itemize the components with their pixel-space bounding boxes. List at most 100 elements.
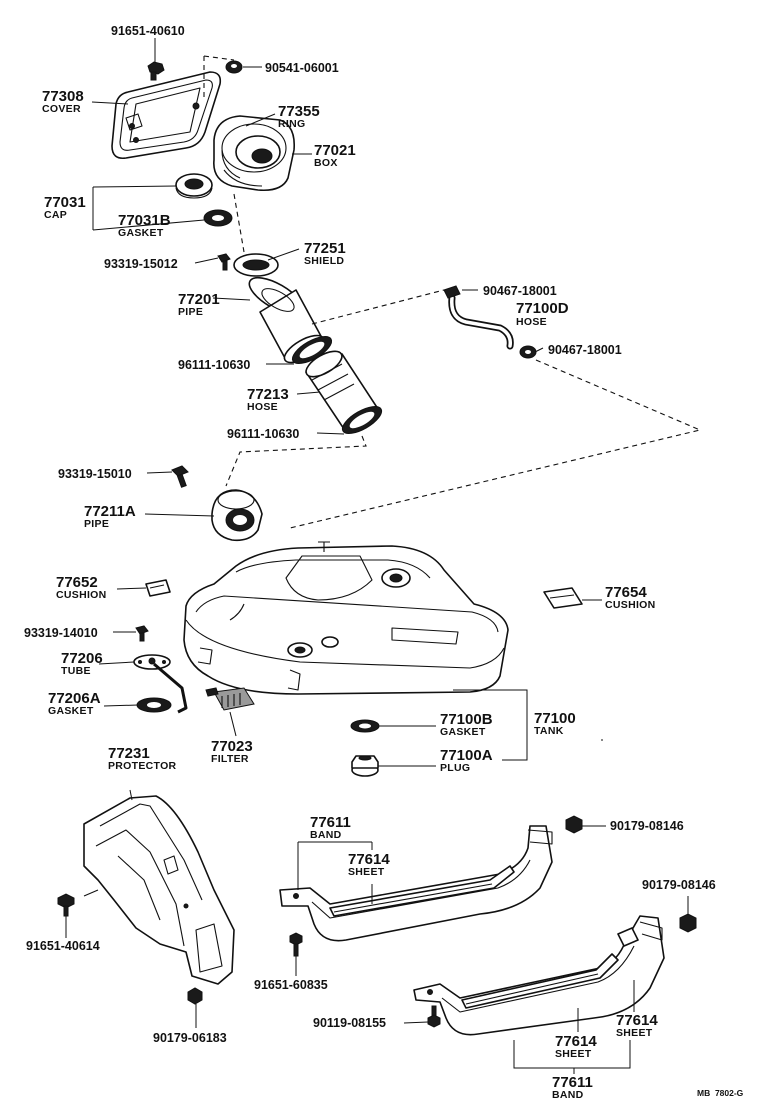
svg-text:CAP: CAP	[44, 209, 67, 221]
svg-text:90179-08146: 90179-08146	[642, 878, 716, 892]
hose-clamp-upper	[291, 336, 333, 364]
svg-text:77031B: 77031B	[118, 212, 171, 229]
drawing-code: MB 7802-G	[697, 1088, 744, 1098]
svg-text:77614: 77614	[348, 851, 390, 868]
cushion-77652	[145, 579, 171, 597]
svg-text:93319-14010: 93319-14010	[24, 626, 98, 640]
svg-text:PLUG: PLUG	[440, 762, 470, 774]
svg-text:77100A: 77100A	[440, 747, 493, 764]
screw-93319-15010	[171, 465, 189, 488]
svg-text:77021: 77021	[314, 142, 356, 159]
tank-protector	[83, 795, 235, 985]
callout-cushion-77652: 77652 CUSHION	[56, 574, 107, 601]
fuel-suction-tube	[133, 654, 188, 714]
callout-filler-hose: 77213 HOSE	[247, 386, 289, 413]
filler-box	[213, 115, 296, 192]
callout-90119-08155: 90119-08155	[313, 1016, 386, 1030]
svg-text:91651-40614: 91651-40614	[26, 939, 100, 953]
callout-90541-06001: 90541-06001	[265, 61, 339, 75]
svg-text:BAND: BAND	[552, 1089, 584, 1101]
nut-90179-08146-upper	[565, 815, 583, 834]
callout-90179-08146-lower: 90179-08146	[642, 878, 716, 892]
svg-text:77355: 77355	[278, 103, 320, 120]
callout-93319-14010: 93319-14010	[24, 626, 98, 640]
svg-text:77614: 77614	[616, 1012, 658, 1029]
svg-text:77201: 77201	[178, 291, 220, 308]
callout-protector: 77231 PROTECTOR	[108, 745, 177, 772]
callout-sheet-upper: 77614 SHEET	[348, 851, 390, 878]
callout-shield: 77251 SHIELD	[304, 240, 346, 267]
svg-text:PIPE: PIPE	[178, 306, 203, 318]
svg-text:CUSHION: CUSHION	[605, 599, 656, 611]
svg-text:90179-06183: 90179-06183	[153, 1031, 227, 1045]
band-sheet-upper	[329, 865, 515, 917]
callout-91651-40614: 91651-40614	[26, 939, 100, 953]
callout-tank-pipe: 77211A PIPE	[84, 503, 136, 530]
callout-sheet-end: 77614 SHEET	[616, 1012, 658, 1039]
svg-text:77652: 77652	[56, 574, 98, 591]
callout-90467-18001-upper: 90467-18001	[483, 284, 557, 298]
svg-text:GASKET: GASKET	[48, 705, 94, 717]
svg-text:HOSE: HOSE	[516, 316, 547, 328]
svg-text:RING: RING	[278, 118, 305, 130]
callout-tube: 77206 TUBE	[61, 650, 103, 677]
svg-text:77614: 77614	[555, 1033, 597, 1050]
callout-band-upper: 77611 BAND	[310, 814, 351, 841]
hose-clamp-lower	[341, 406, 383, 434]
cap-gasket	[203, 209, 233, 227]
svg-text:77611: 77611	[310, 814, 351, 831]
assembly-lines	[203, 55, 702, 529]
band-sheet-end	[617, 927, 639, 947]
svg-text:77100D: 77100D	[516, 300, 569, 317]
cushion-77654	[543, 587, 583, 609]
fuel-tank	[183, 541, 509, 695]
hose-clip-upper	[443, 285, 461, 299]
svg-text:77654: 77654	[605, 584, 647, 601]
svg-text:CUSHION: CUSHION	[56, 589, 107, 601]
svg-text:90179-08146: 90179-08146	[610, 819, 684, 833]
callout-91651-60835: 91651-60835	[254, 978, 328, 992]
callout-cover: 77308 COVER	[42, 88, 84, 115]
callout-ring: 77355 RING	[278, 103, 320, 130]
svg-text:TANK: TANK	[534, 725, 564, 737]
svg-text:77206A: 77206A	[48, 690, 101, 707]
svg-text:90467-18001: 90467-18001	[548, 343, 622, 357]
nut-90541-06001	[225, 60, 243, 74]
bolt-90119-08155	[427, 1005, 441, 1028]
svg-text:77100B: 77100B	[440, 711, 493, 728]
breather-hose	[448, 294, 514, 350]
svg-text:77023: 77023	[211, 738, 253, 755]
svg-text:77231: 77231	[108, 745, 150, 762]
callout-tank: 77100 TANK	[534, 710, 576, 737]
callout-90179-06183: 90179-06183	[153, 1031, 227, 1045]
svg-text:SHEET: SHEET	[616, 1027, 653, 1039]
drain-plug	[351, 755, 379, 777]
drain-plug-gasket	[350, 719, 380, 733]
callout-tube-gasket: 77206A GASKET	[48, 690, 101, 717]
svg-text:77100: 77100	[534, 710, 576, 727]
svg-text:90119-08155: 90119-08155	[313, 1016, 386, 1030]
svg-text:COVER: COVER	[42, 103, 81, 115]
screw-93319-15012	[217, 253, 231, 271]
svg-text:77308: 77308	[42, 88, 84, 105]
fuel-cap	[175, 173, 213, 199]
nut-90179-08146-lower	[679, 913, 697, 933]
callout-90467-18001-lower: 90467-18001	[548, 343, 622, 357]
callout-pipe: 77201 PIPE	[178, 291, 220, 318]
svg-text:PROTECTOR: PROTECTOR	[108, 760, 177, 772]
svg-text:SHEET: SHEET	[555, 1048, 592, 1060]
bolt-91651-60835	[289, 932, 303, 957]
svg-text:HOSE: HOSE	[247, 401, 278, 413]
nut-90179-06183	[187, 987, 203, 1005]
svg-text:91651-60835: 91651-60835	[254, 978, 328, 992]
callout-93319-15012: 93319-15012	[104, 257, 178, 271]
svg-text:TUBE: TUBE	[61, 665, 91, 677]
svg-text:77211A: 77211A	[84, 503, 136, 520]
svg-text:96111-10630: 96111-10630	[178, 358, 250, 372]
svg-text:77206: 77206	[61, 650, 103, 667]
svg-text:90541-06001: 90541-06001	[265, 61, 339, 75]
bolt-91651-40610	[147, 61, 165, 81]
svg-text:93319-15010: 93319-15010	[58, 467, 132, 481]
fuel-tank-band-upper	[279, 825, 553, 942]
callout-drain-gasket: 77100B GASKET	[440, 711, 493, 738]
